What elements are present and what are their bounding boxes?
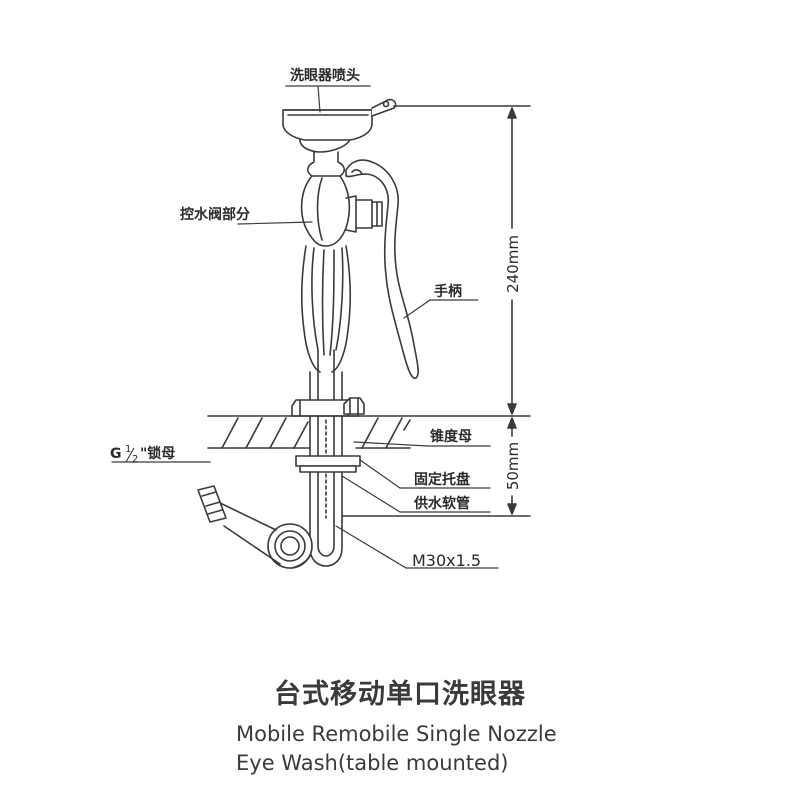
hose-label: 供水软管 bbox=[413, 495, 470, 512]
lock-nut-suffix: "锁母 bbox=[140, 445, 175, 462]
valve-body bbox=[300, 151, 383, 247]
lock-nut-frac-num: 1 bbox=[125, 444, 131, 455]
handle-label: 手柄 bbox=[434, 283, 462, 300]
title-english-line2: Eye Wash(table mounted) bbox=[236, 751, 509, 775]
nozzle-head bbox=[282, 98, 397, 153]
nozzle-label: 洗眼器喷头 bbox=[290, 67, 360, 84]
thread-label: M30x1.5 bbox=[412, 551, 481, 570]
elbow-fitting bbox=[197, 485, 313, 569]
lock-nut-frac-den: 2 bbox=[132, 454, 138, 465]
valve-label: 控水阀部分 bbox=[180, 206, 250, 223]
stem bbox=[301, 245, 351, 401]
cone-nut-label: 锥度母 bbox=[430, 428, 472, 445]
handle bbox=[345, 159, 419, 379]
lock-nut-label: G 1 2 "锁母 bbox=[110, 444, 175, 465]
lock-nut-prefix: G bbox=[110, 446, 122, 462]
dimension-50: 50mm bbox=[504, 442, 522, 490]
title-chinese: 台式移动单口洗眼器 bbox=[274, 679, 526, 710]
dimension-240: 240mm bbox=[504, 235, 522, 293]
title-english-line1: Mobile Remobile Single Nozzle bbox=[236, 722, 557, 746]
tray-label: 固定托盘 bbox=[414, 471, 470, 488]
leader-lines bbox=[111, 85, 499, 569]
mount-nuts bbox=[291, 397, 365, 417]
dimension-lines bbox=[341, 105, 531, 517]
